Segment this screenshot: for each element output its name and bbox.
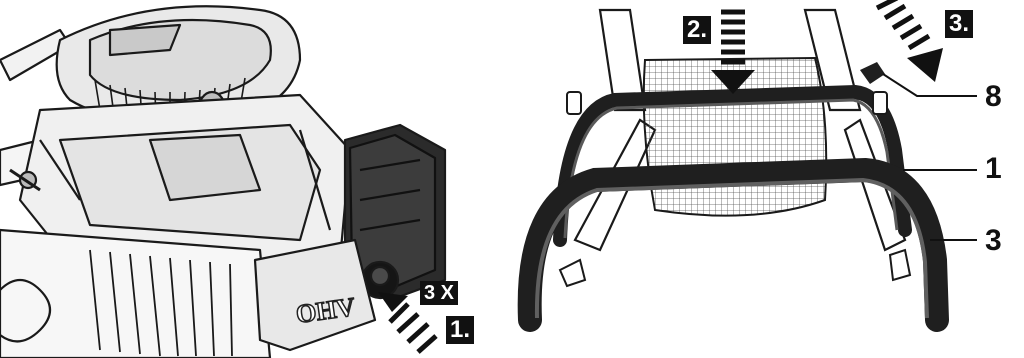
- handle-drawing: [505, 0, 1024, 358]
- step-1-label: 1.: [446, 316, 474, 344]
- press-count-label: 3 X: [420, 281, 458, 305]
- callout-number-lower-handle: 3: [985, 226, 1002, 256]
- handle-illustration: 2. 3. 8 1 3: [505, 0, 1024, 358]
- step-3-label: 3.: [945, 10, 973, 38]
- callout-number-lever: 8: [985, 82, 1002, 112]
- rear-arrow-icon: [877, 0, 943, 82]
- engine-illustration: OHV 3 X 1.: [0, 0, 505, 358]
- callout-number-upper-handle: 1: [985, 154, 1002, 184]
- step-2-label: 2.: [683, 16, 711, 44]
